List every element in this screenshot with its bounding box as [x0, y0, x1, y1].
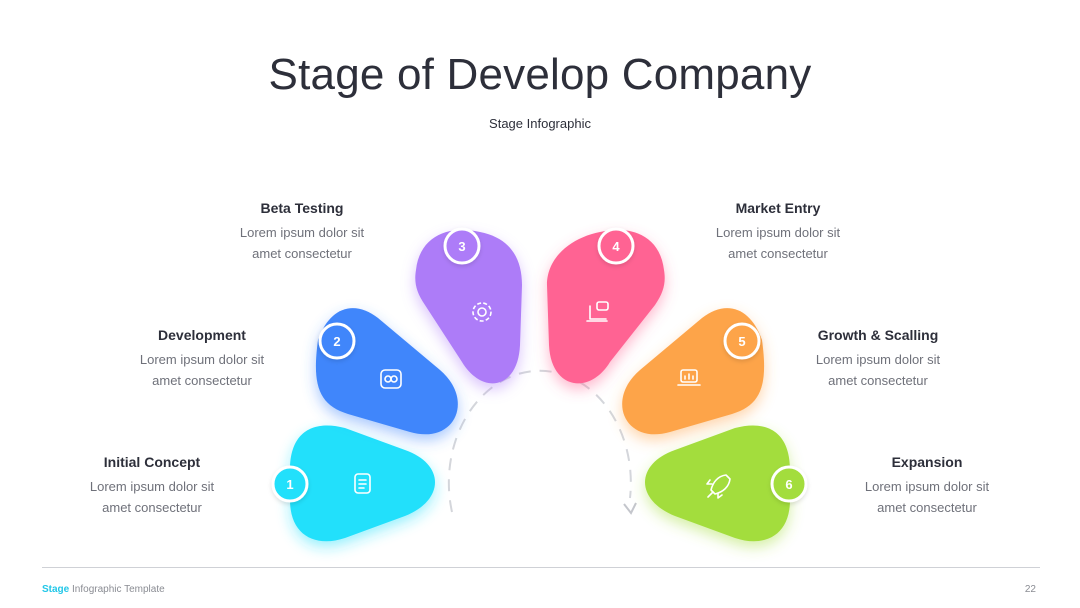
stage-4-text: Market Entry Lorem ipsum dolor sit amet …: [678, 200, 878, 264]
stage-5-title: Growth & Scalling: [817, 327, 939, 343]
stage-6-desc-line2: amet consectetur: [877, 500, 977, 515]
stage-2-desc-line1: Lorem ipsum dolor sit: [139, 352, 265, 367]
rocket-icon: [706, 474, 731, 499]
stage-3-number: 3: [458, 239, 465, 254]
stage-2-badge: 2: [318, 322, 356, 360]
footer-label: Stage Infographic Template: [42, 584, 165, 595]
stage-4-desc-line1: Lorem ipsum dolor sit: [715, 225, 841, 240]
arc-arrowhead: [623, 502, 637, 515]
stage-6-desc-line1: Lorem ipsum dolor sit: [864, 479, 990, 494]
stage-4-number: 4: [612, 239, 620, 254]
stage-6-badge: 6: [770, 465, 808, 503]
stage-6-title: Expansion: [891, 454, 963, 470]
stage-3-desc-line1: Lorem ipsum dolor sit: [239, 225, 365, 240]
stage-1-number: 1: [286, 477, 293, 492]
stage-3-desc-line2: amet consectetur: [252, 246, 352, 261]
link-icon: [380, 369, 402, 389]
stage-6-petal: [645, 425, 790, 542]
stage-4-badge: 4: [597, 227, 635, 265]
stage-5-badge: 5: [723, 322, 761, 360]
stage-3-petal: [415, 229, 522, 384]
page-title: Stage of Develop Company: [268, 50, 812, 99]
stage-4-petal: [547, 229, 665, 384]
stage-6-text: Expansion Lorem ipsum dolor sit amet con…: [827, 454, 1027, 518]
progress-arc: [447, 369, 632, 513]
footer-divider: [42, 567, 1040, 568]
stage-5-number: 5: [738, 334, 745, 349]
laptop-chart-icon: [677, 369, 701, 386]
page-subtitle: Stage Infographic: [489, 116, 591, 131]
stage-5-desc-line1: Lorem ipsum dolor sit: [815, 352, 941, 367]
footer-brand: Stage: [42, 584, 70, 595]
stage-2-text: Development Lorem ipsum dolor sit amet c…: [102, 327, 302, 391]
stage-5-text: Growth & Scalling Lorem ipsum dolor sit …: [778, 327, 978, 391]
stage-4-title: Market Entry: [735, 200, 821, 216]
monitor-chat-icon: [586, 301, 609, 322]
stage-2-title: Development: [158, 327, 246, 343]
stage-1-badge: 1: [271, 465, 309, 503]
stage-1-title: Initial Concept: [103, 454, 201, 470]
page-number: 22: [1024, 584, 1036, 595]
stage-3-text: Beta Testing Lorem ipsum dolor sit amet …: [202, 200, 402, 264]
stage-1-desc-line1: Lorem ipsum dolor sit: [89, 479, 215, 494]
stage-2-desc-line2: amet consectetur: [152, 373, 252, 388]
stage-3-title: Beta Testing: [260, 200, 344, 216]
stage-2-number: 2: [333, 334, 340, 349]
document-icon: [354, 473, 371, 494]
stage-1-text: Initial Concept Lorem ipsum dolor sit am…: [52, 454, 252, 518]
stage-6-number: 6: [785, 477, 792, 492]
stage-5-desc-line2: amet consectetur: [828, 373, 928, 388]
footer-text: Infographic Template: [72, 584, 165, 595]
gear-icon: [472, 302, 492, 322]
stage-3-badge: 3: [443, 227, 481, 265]
stage-4-desc-line2: amet consectetur: [728, 246, 828, 261]
stage-1-desc-line2: amet consectetur: [102, 500, 202, 515]
